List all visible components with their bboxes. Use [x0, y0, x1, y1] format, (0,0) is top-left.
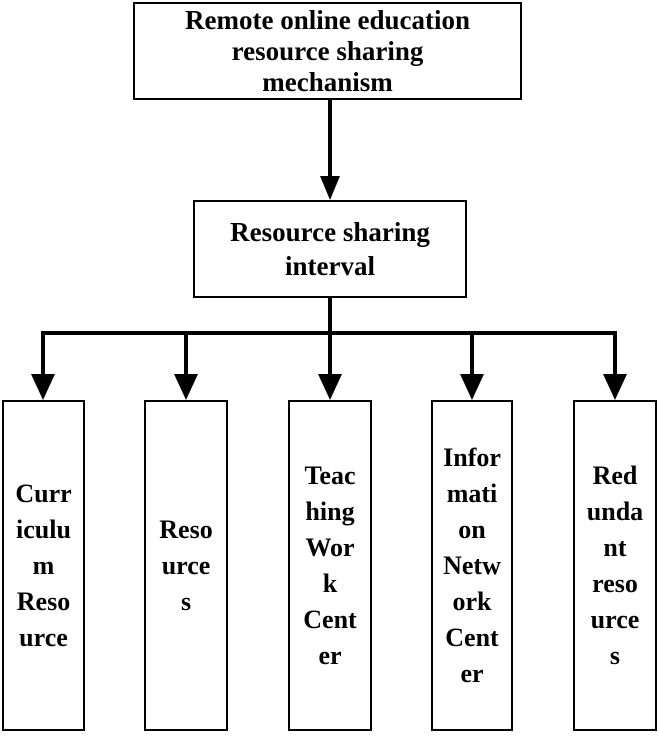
connector-stub-information-network — [470, 331, 474, 383]
arrow-down-icon — [460, 374, 484, 400]
node-information-network-center: Infor mati on Netw ork Cent er — [431, 400, 513, 731]
node-resource-sharing-interval: Resource sharing interval — [193, 200, 467, 298]
arrow-down-icon — [318, 374, 342, 400]
connector-stub-resources — [184, 331, 188, 383]
node-redundant-resources: Red unda nt reso urce s — [573, 400, 657, 731]
arrow-down-icon — [603, 374, 627, 400]
arrow-down-icon — [31, 374, 55, 400]
connector-interval-trunk-line — [328, 298, 332, 382]
connector-stub-redundant — [613, 331, 617, 383]
node-curriculum-resource: Curr iculu m Reso urce — [2, 400, 85, 731]
connector-stub-curriculum — [41, 331, 45, 383]
connector-root-to-interval-line — [328, 100, 332, 180]
arrow-down-icon — [174, 374, 198, 400]
node-teaching-work-center: Teac hing Wor k Cent er — [288, 400, 372, 731]
node-resources: Reso urce s — [144, 400, 228, 731]
arrow-down-icon — [320, 176, 340, 200]
node-remote-online-education-mechanism: Remote online education resource sharing… — [133, 2, 522, 100]
connector-distributor-line — [41, 331, 617, 335]
